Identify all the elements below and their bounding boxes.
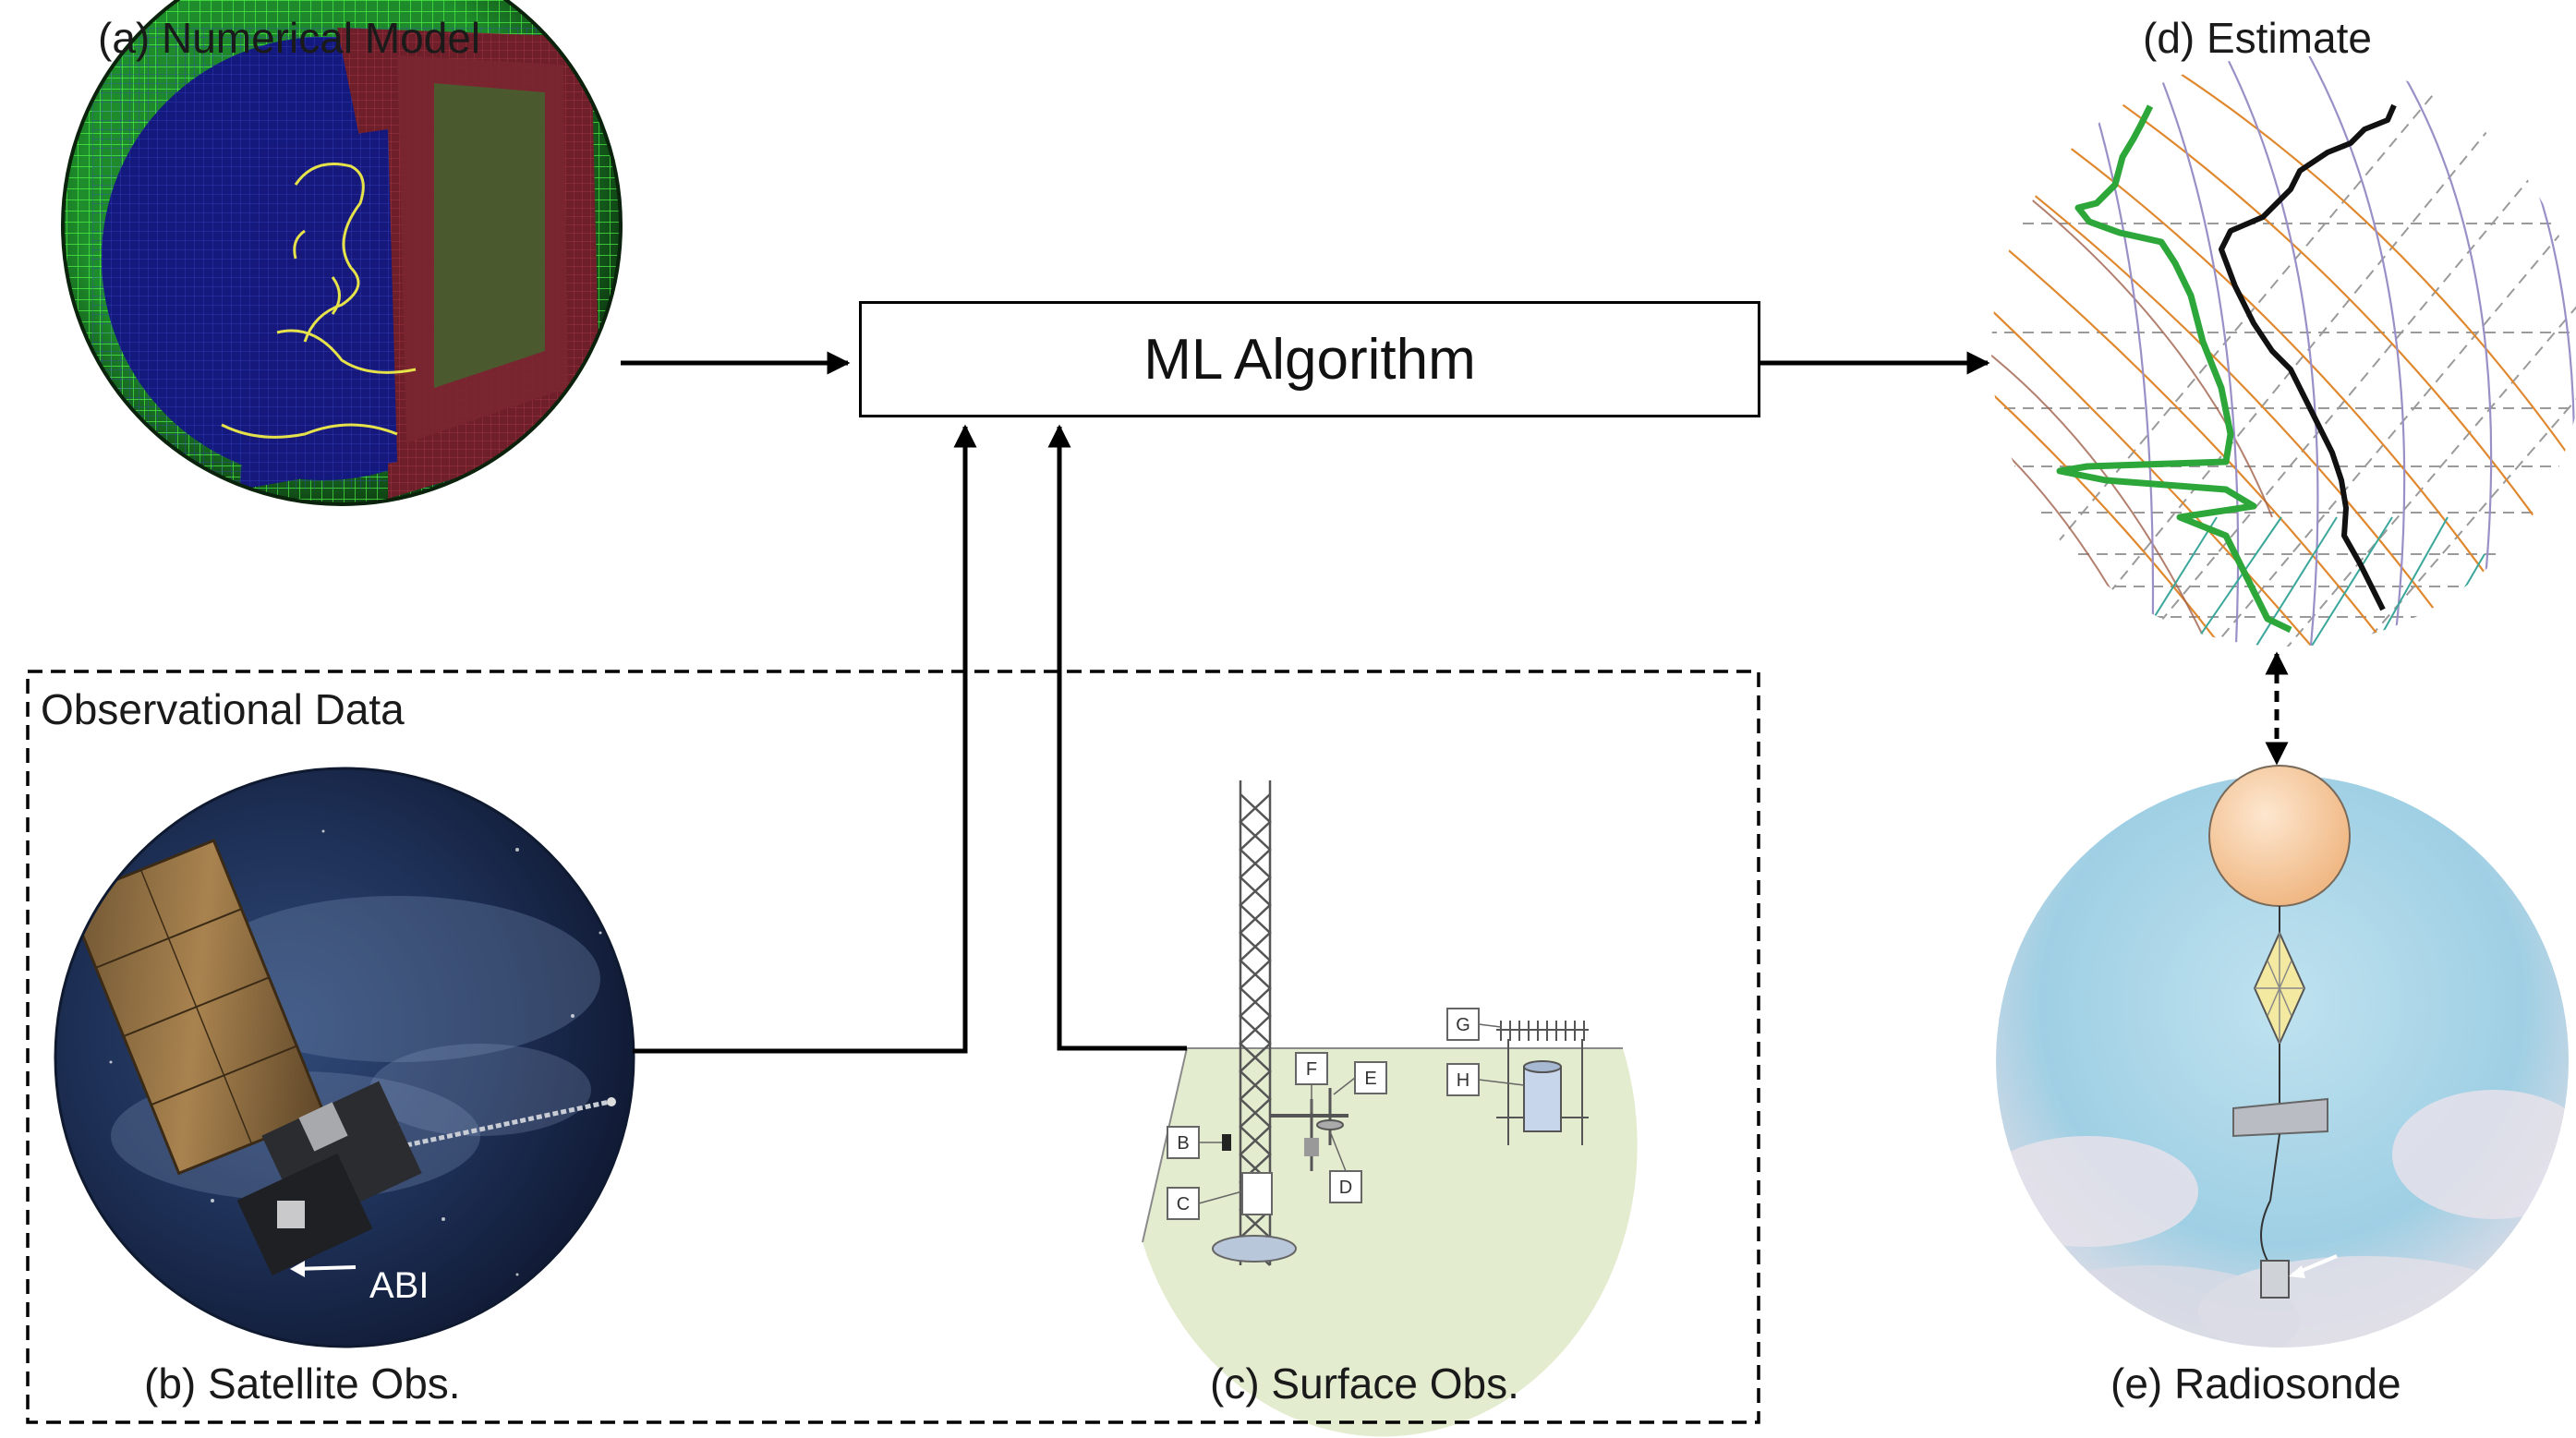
ml-algorithm-box: ML Algorithm (859, 301, 1760, 417)
ml-algorithm-label: ML Algorithm (1143, 327, 1476, 392)
abi-label: ABI (369, 1265, 429, 1306)
surface-station-image: B C D E F G H (1142, 780, 1638, 1437)
callout-h: H (1457, 1070, 1469, 1091)
satellite-image (54, 767, 635, 1348)
numerical-model-globe (61, 0, 623, 506)
satellite-label: (b) Satellite Obs. (144, 1359, 461, 1408)
callout-g: G (1456, 1015, 1470, 1035)
estimate-label: (d) Estimate (2143, 14, 2372, 62)
observational-data-box (26, 670, 1760, 1424)
observational-data-label: Observational Data (41, 685, 405, 733)
callout-c: C (1177, 1194, 1190, 1214)
arrow-satellite-to-ml (633, 424, 977, 1054)
connectors (621, 351, 2289, 1054)
estimate-sounding-plot (1991, 55, 2576, 646)
callout-f: F (1306, 1059, 1317, 1080)
callout-d: D (1339, 1178, 1352, 1198)
arrow-surface-to-ml (1047, 424, 1187, 1051)
radiosonde-label: (e) Radiosonde (2110, 1359, 2401, 1408)
numerical-model-label: (a) Numerical Model (98, 14, 481, 62)
callout-e: E (1364, 1069, 1376, 1089)
callout-b: B (1177, 1133, 1189, 1154)
surface-label: (c) Surface Obs. (1210, 1359, 1519, 1408)
radiosonde-image (1996, 765, 2569, 1347)
